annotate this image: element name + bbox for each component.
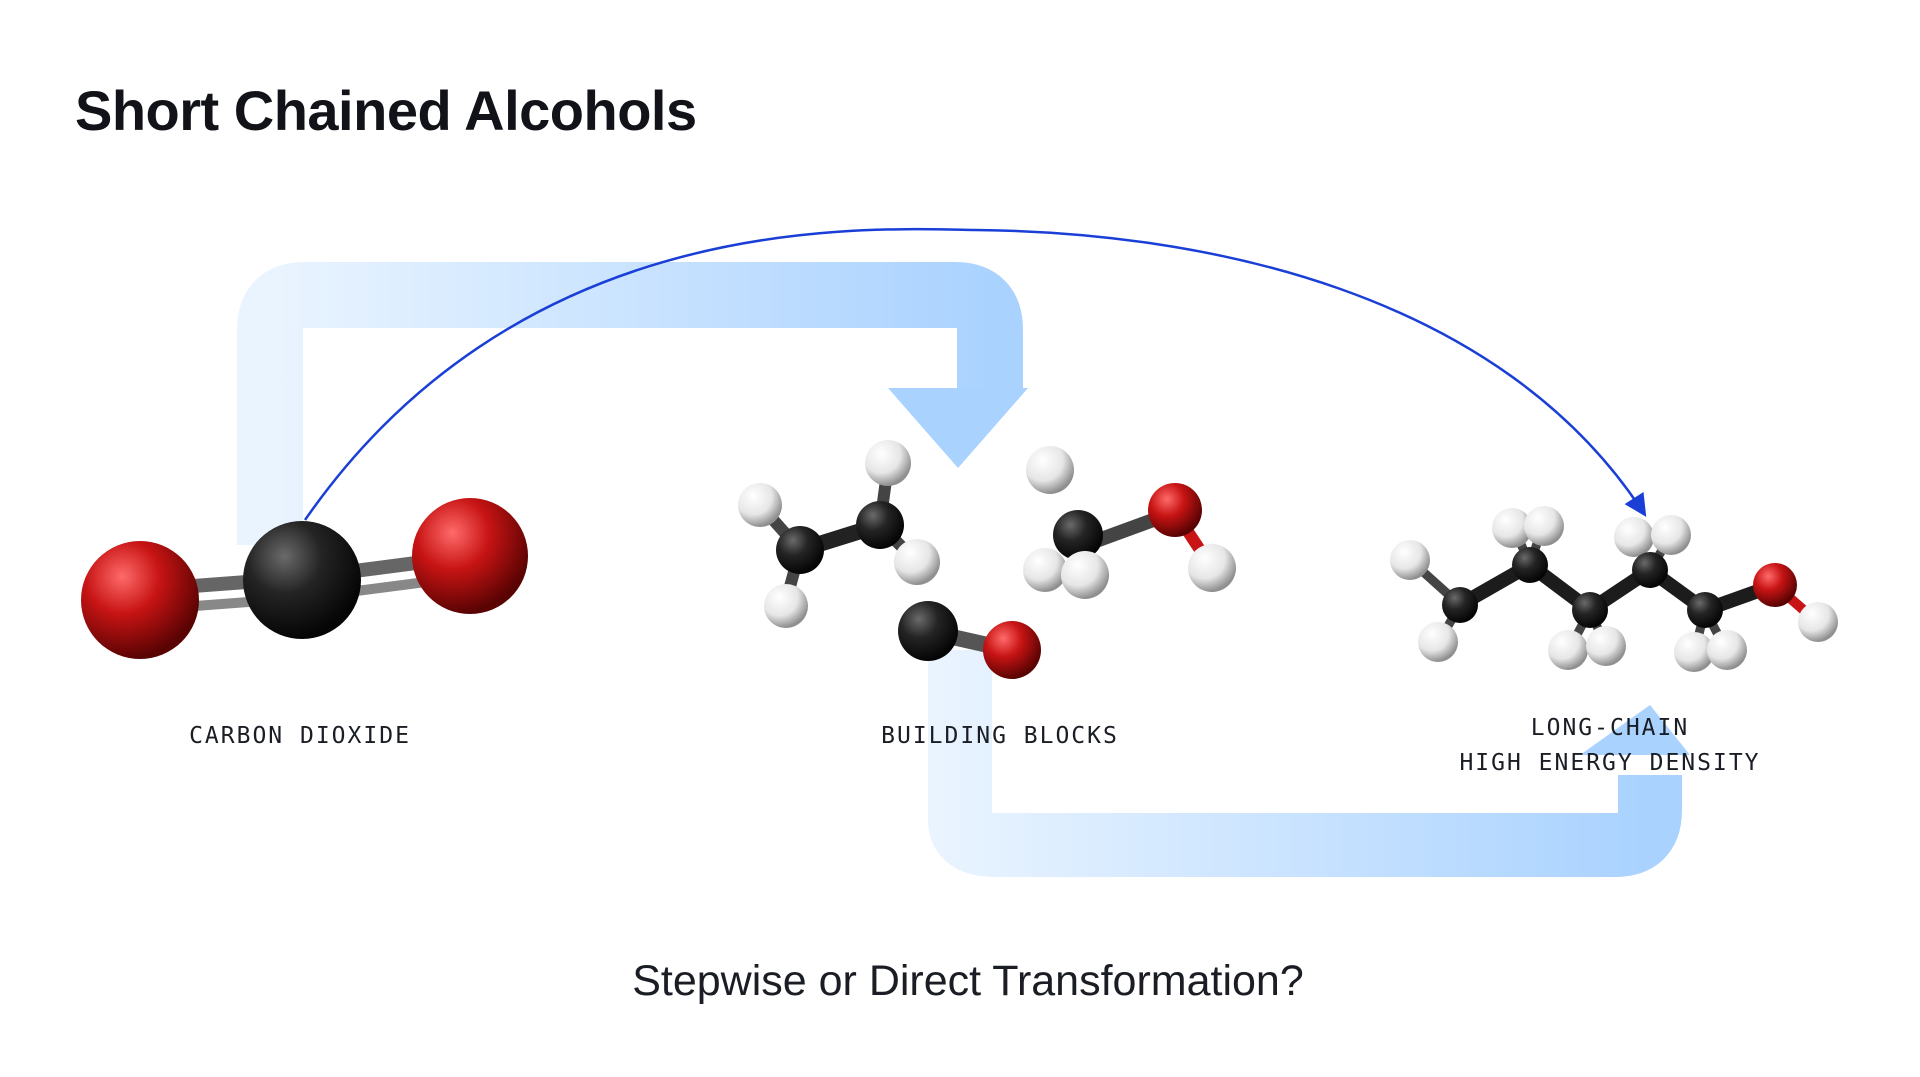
hydrogen-atom bbox=[1418, 622, 1458, 662]
methanol-molecule bbox=[1023, 446, 1236, 599]
hydrogen-atom bbox=[1586, 626, 1626, 666]
carbon-atom bbox=[856, 501, 904, 549]
transformation-question: Stepwise or Direct Transformation? bbox=[632, 957, 1304, 1005]
hydrogen-atom bbox=[1390, 540, 1430, 580]
carbon-atom bbox=[1512, 547, 1548, 583]
carbon-dioxide-molecule bbox=[81, 498, 528, 659]
hydrogen-atom bbox=[1707, 630, 1747, 670]
stepwise-arrowhead-up bbox=[1580, 705, 1690, 755]
oxygen-atom bbox=[1148, 483, 1202, 537]
carbon-monoxide-molecule bbox=[898, 601, 1041, 679]
high-energy-density-label: HIGH ENERGY DENSITY bbox=[1459, 750, 1760, 776]
carbon-atom bbox=[1442, 587, 1478, 623]
hydrogen-atom bbox=[1026, 446, 1074, 494]
hydrogen-atom bbox=[1798, 602, 1838, 642]
hydrogen-atom bbox=[1188, 544, 1236, 592]
hydrogen-atom bbox=[764, 584, 808, 628]
carbon-atom bbox=[776, 526, 824, 574]
carbon-dioxide-label: CARBON DIOXIDE bbox=[189, 723, 411, 749]
building-blocks-label: BUILDING BLOCKS bbox=[881, 723, 1119, 749]
carbon-atom bbox=[1632, 552, 1668, 588]
hydrogen-atom bbox=[1651, 515, 1691, 555]
hydrogen-atom bbox=[1061, 551, 1109, 599]
long-chain-label: LONG-CHAIN bbox=[1531, 715, 1689, 741]
stepwise-arrow-to-long-chain bbox=[928, 650, 1682, 877]
carbon-atom bbox=[898, 601, 958, 661]
oxygen-atom bbox=[412, 498, 528, 614]
hydrogen-atom bbox=[1023, 548, 1067, 592]
hydrogen-atom bbox=[1548, 630, 1588, 670]
hydrogen-atom bbox=[1614, 517, 1654, 557]
carbon-atom bbox=[1572, 592, 1608, 628]
hydrogen-atom bbox=[1492, 508, 1532, 548]
direct-transformation-arrow bbox=[303, 227, 1647, 521]
hydrogen-atom bbox=[865, 440, 911, 486]
hydrogen-atom bbox=[1524, 506, 1564, 546]
carbon-atom bbox=[243, 521, 361, 639]
hydrogen-atom bbox=[894, 539, 940, 585]
hydrogen-atom bbox=[1674, 632, 1714, 672]
long-chain-alcohol-molecule bbox=[1390, 506, 1838, 672]
stepwise-arrow-to-building-blocks bbox=[237, 262, 1023, 545]
oxygen-atom bbox=[983, 621, 1041, 679]
ethylene-molecule bbox=[738, 440, 940, 628]
carbon-atom bbox=[1053, 510, 1103, 560]
oxygen-atom bbox=[81, 541, 199, 659]
hydrogen-atom bbox=[738, 483, 782, 527]
oxygen-atom bbox=[1753, 563, 1797, 607]
stepwise-arrowhead-down bbox=[888, 388, 1028, 468]
carbon-atom bbox=[1687, 592, 1723, 628]
page-title: Short Chained Alcohols bbox=[75, 79, 697, 142]
stepwise-pathway bbox=[237, 262, 1690, 877]
